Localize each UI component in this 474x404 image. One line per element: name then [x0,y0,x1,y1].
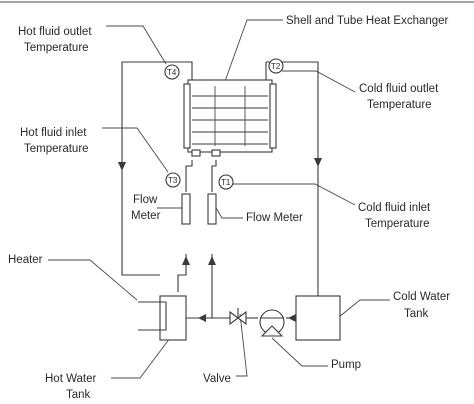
flow-meter-left [181,193,191,225]
pipe-hot-return [121,61,176,276]
sensor-t2-circle [268,58,284,74]
arrow-valve-to-hot-tank [198,314,206,322]
leader-flow-meter-right [215,207,243,219]
pipe-cold-return [266,61,319,296]
cold-tank-label-line2: Tank [404,308,429,320]
hot-outlet-label-line1: Hot fluid outlet [18,26,92,38]
hot-tank-label-line1: Hot Water [45,373,97,385]
hx-nozzle-hot-in [191,149,201,157]
heater-label: Heater [8,254,43,266]
leader-heater [48,259,138,301]
sensor-t3-circle [165,172,181,188]
heat-exchanger [183,79,277,157]
valve-label: Valve [203,373,231,385]
leader-hot-tank [111,337,171,379]
cold-tank-label-line1: Cold Water [393,291,450,303]
leader-hot-inlet [102,127,169,173]
cold-outlet-label-line2: Temperature [367,99,432,111]
pump-base [260,325,284,337]
flow-meter-left-label-line1: Flow [133,194,158,206]
hx-left-cap [183,83,191,149]
pipe-hot-supply-upper [185,160,193,192]
flow-meter-right [207,193,217,225]
sensor-t4: T4 [164,64,180,80]
leader-hx [223,19,283,85]
sensor-t2-label: T2 [271,62,281,71]
flow-meter-right-label: Flow Meter [246,212,303,224]
pipe-hot-outlet-stub [176,61,193,88]
hot-outlet-label-line2: Temperature [24,42,89,54]
sensor-t3: T3 [165,172,181,188]
pipe-cold-supply-upper [211,160,217,192]
sensor-t2: T2 [268,58,284,74]
arrow-hot-return [118,162,126,171]
sensor-t4-circle [164,64,180,80]
leader-cold-tank [338,299,390,318]
pump [259,309,285,337]
cold-inlet-label-line2: Temperature [365,218,430,230]
hot-water-tank [159,295,187,341]
sensor-t1: T1 [218,174,234,190]
valve-right [237,310,247,326]
sensor-t1-circle [218,174,234,190]
leader-hot-outlet [106,25,167,65]
heater-element [138,301,167,331]
hot-tank-label-line2: Tank [66,389,91,401]
leader-cold-inlet [233,183,356,206]
cold-inlet-label-line1: Cold fluid inlet [358,202,431,214]
hx-label: Shell and Tube Heat Exchanger [286,15,449,27]
hx-right-cap [269,83,277,149]
arrow-hot-supply [182,256,190,265]
hot-inlet-label-line2: Temperature [24,143,89,155]
sensor-t1-label: T1 [221,178,231,187]
valve [229,308,247,326]
arrow-cold-supply [208,256,216,265]
valve-left [229,310,239,326]
arrow-cold-return [314,158,322,167]
leader-cold-outlet [282,70,356,93]
cold-outlet-label-line1: Cold fluid outlet [359,83,439,95]
sensor-t3-label: T3 [168,176,178,185]
hx-shell [187,79,273,153]
arrow-tank-to-pump [288,314,296,322]
hx-nozzle-cold-in [211,149,221,157]
flow-meter-left-label-line2: Meter [131,210,161,222]
leader-pump [271,337,328,367]
sensor-t4-label: T4 [167,68,177,77]
hot-inlet-label-line1: Hot fluid inlet [20,127,87,139]
cold-water-tank [295,295,341,341]
leader-valve [236,313,248,377]
pump-label: Pump [331,359,361,371]
